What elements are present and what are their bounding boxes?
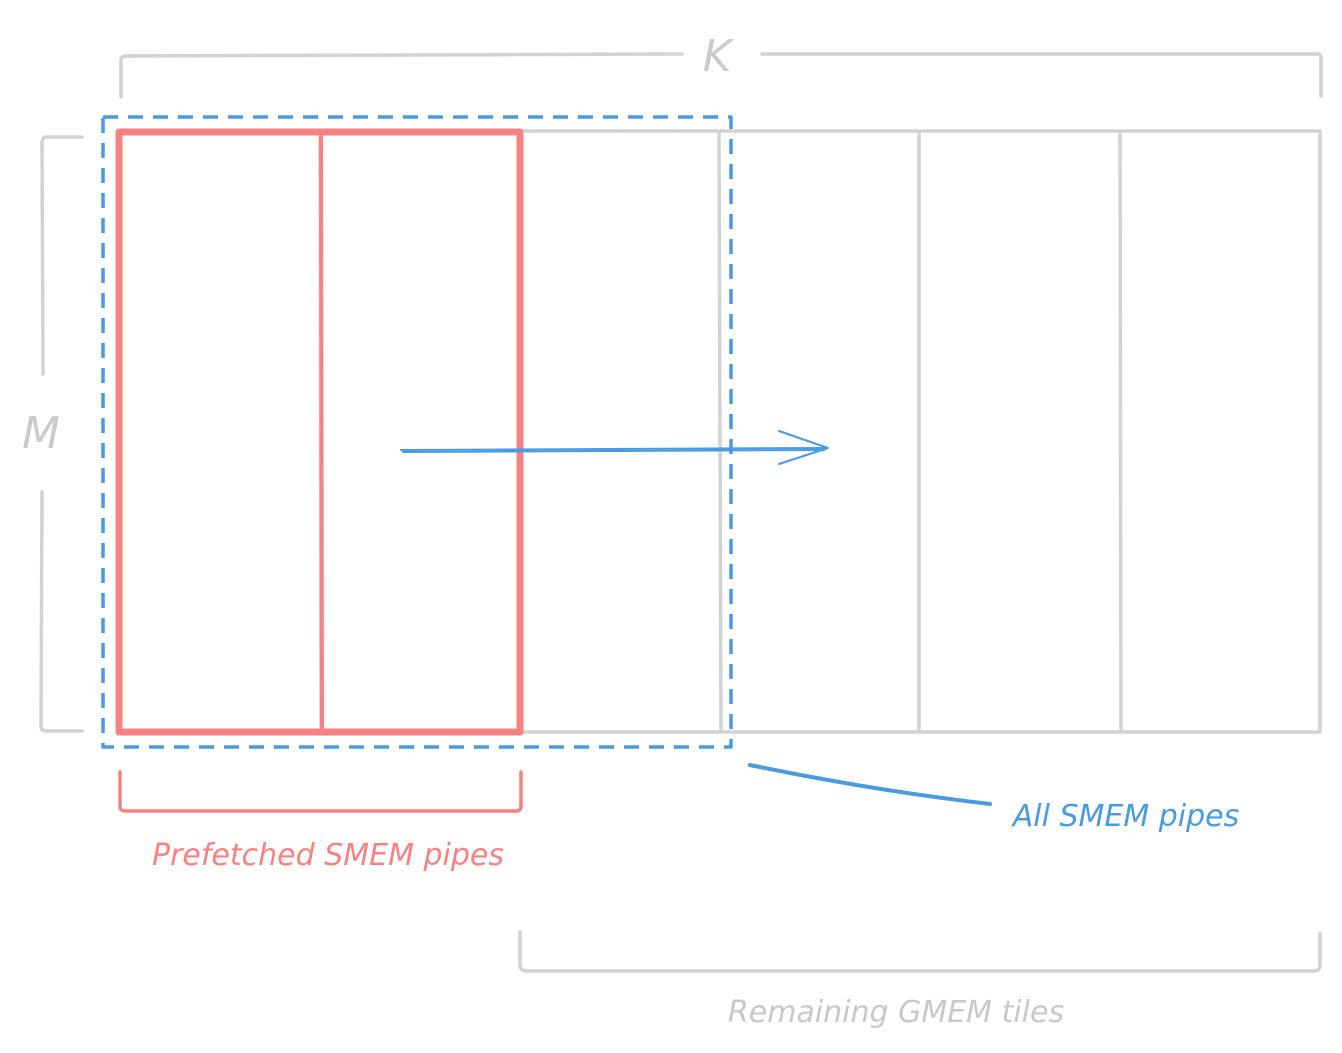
smem-pipes-leader-line xyxy=(748,763,992,806)
tile-divider xyxy=(717,130,723,734)
tile-grid xyxy=(118,129,1322,734)
remaining-bracket xyxy=(518,930,1322,973)
smem-pipes-dashed-box xyxy=(101,115,733,749)
prefetched-tiles xyxy=(115,128,524,736)
smem-pipes-label: All SMEM pipes xyxy=(1011,799,1240,834)
prefetched-label: Prefetched SMEM pipes xyxy=(152,838,504,873)
k-progress-arrow xyxy=(400,430,829,465)
prefetched-bracket xyxy=(118,770,523,813)
k-axis-bracket xyxy=(119,52,1323,99)
k-axis-label: K xyxy=(703,31,735,82)
m-axis-bracket xyxy=(39,135,84,733)
m-axis-label: M xyxy=(22,408,60,459)
prefetched-tile-divider xyxy=(319,131,324,732)
remaining-label: Remaining GMEM tiles xyxy=(728,995,1064,1030)
tile-divider xyxy=(1118,131,1123,732)
